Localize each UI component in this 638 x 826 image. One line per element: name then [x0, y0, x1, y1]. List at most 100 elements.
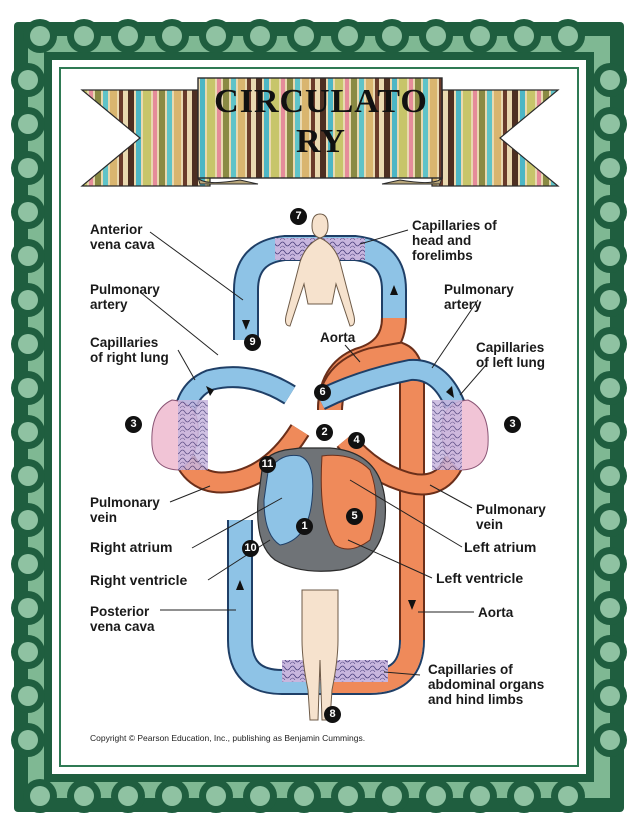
frame-scallop-inner [426, 26, 446, 46]
frame-scallop-inner [18, 290, 38, 310]
step-number-3-left: 3 [125, 416, 142, 433]
step-number-1: 1 [296, 518, 313, 535]
frame-scallop-inner [18, 158, 38, 178]
frame-scallop-inner [18, 114, 38, 134]
frame-scallop-inner [18, 70, 38, 90]
frame-scallop-inner [338, 786, 358, 806]
frame-scallop-inner [600, 158, 620, 178]
title-line-2: RY [296, 123, 346, 160]
label-line: vena cava [90, 237, 155, 252]
label-aorta-bottom: Aorta [478, 605, 514, 620]
frame-scallop-inner [206, 26, 226, 46]
copyright-text: Copyright © Pearson Education, Inc., pub… [90, 733, 366, 743]
frame-scallop-inner [162, 786, 182, 806]
page-title: CIRCULATO RY [203, 82, 439, 176]
label-capillaries-head: Capillaries of head and forelimbs [412, 218, 497, 263]
label-line: Pulmonary [476, 502, 546, 517]
label-line: vena cava [90, 619, 155, 634]
label-line: artery [90, 297, 128, 312]
frame-scallop-inner [18, 598, 38, 618]
frame-scallop-inner [600, 422, 620, 442]
frame-scallop-inner [18, 334, 38, 354]
left-lung [432, 399, 489, 471]
frame-scallop-inner [470, 26, 490, 46]
frame-scallop-inner [600, 246, 620, 266]
frame-scallop-inner [382, 786, 402, 806]
step-number-11: 11 [259, 456, 276, 473]
label-line: vein [476, 517, 504, 532]
frame-scallop-inner [514, 786, 534, 806]
label-line: Pulmonary [90, 495, 160, 510]
frame-scallop-inner [18, 246, 38, 266]
frame-scallop-inner [18, 686, 38, 706]
frame-scallop-inner [514, 26, 534, 46]
frame-scallop-inner [600, 730, 620, 750]
label-right-atrium: Right atrium [90, 539, 173, 555]
label-pulmonary-artery-right: Pulmonary artery [444, 282, 514, 312]
step-number-4: 4 [348, 432, 365, 449]
frame-scallop-inner [74, 26, 94, 46]
frame-scallop-inner [382, 26, 402, 46]
frame-scallop-inner [600, 334, 620, 354]
label-line: forelimbs [412, 248, 473, 263]
frame-scallop-inner [600, 642, 620, 662]
step-number-5: 5 [346, 508, 363, 525]
step-number-6: 6 [314, 384, 331, 401]
frame-scallop-inner [600, 70, 620, 90]
step-number-7: 7 [290, 208, 307, 225]
frame-scallop-inner [30, 26, 50, 46]
label-left-ventricle: Left ventricle [436, 570, 524, 586]
right-lung [151, 399, 208, 471]
frame-scallop-inner [558, 26, 578, 46]
label-aorta-top: Aorta [320, 330, 356, 345]
label-pulmonary-artery-left: Pulmonary artery [90, 282, 160, 312]
label-capillaries-abdominal: Capillaries of abdominal organs and hind… [428, 662, 544, 707]
frame-scallop-inner [118, 26, 138, 46]
upper-body-silhouette [285, 213, 355, 327]
label-line: Capillaries [90, 335, 159, 350]
label-line: abdominal organs [428, 677, 545, 692]
frame-scallop-inner [18, 730, 38, 750]
frame-scallop-inner [250, 786, 270, 806]
circulatory-diagram [139, 213, 489, 721]
step-number-2: 2 [316, 424, 333, 441]
frame-scallop-inner [74, 786, 94, 806]
label-capillaries-right-lung: Capillaries of right lung [90, 335, 169, 365]
frame-scallop-inner [250, 26, 270, 46]
label-posterior-vena-cava: Posterior vena cava [90, 604, 155, 634]
label-line: head and [412, 233, 472, 248]
label-line: Pulmonary [90, 282, 160, 297]
title-banner [80, 77, 560, 187]
label-line: Capillaries [476, 340, 545, 355]
frame-scallop-inner [294, 26, 314, 46]
frame-scallop-inner [294, 786, 314, 806]
frame-scallop-inner [206, 786, 226, 806]
frame-scallop-inner [30, 786, 50, 806]
frame-scallop-inner [18, 466, 38, 486]
frame-scallop-inner [558, 786, 578, 806]
label-line: of right lung [90, 350, 169, 365]
frame-scallop-inner [118, 786, 138, 806]
frame-scallop-inner [600, 114, 620, 134]
frame-scallop-inner [18, 422, 38, 442]
label-line: of left lung [476, 355, 545, 370]
frame-scallop-inner [600, 202, 620, 222]
frame-scallop-inner [338, 26, 358, 46]
heart [257, 447, 387, 572]
label-line: Posterior [90, 604, 150, 619]
label-left-atrium: Left atrium [464, 539, 537, 555]
frame-scallop-inner [600, 510, 620, 530]
step-number-3-right: 3 [504, 416, 521, 433]
flow-arrows [206, 285, 454, 610]
frame-scallops [11, 19, 627, 813]
lower-body-silhouette [301, 589, 339, 721]
frame-scallop-inner [426, 786, 446, 806]
frame-scallop-inner [18, 642, 38, 662]
frame-scallop-inner [18, 202, 38, 222]
leader-lines [139, 229, 487, 676]
label-line: Capillaries of [428, 662, 513, 677]
frame-scallop-inner [18, 378, 38, 398]
frame-scallop-inner [600, 290, 620, 310]
label-line: Pulmonary [444, 282, 514, 297]
